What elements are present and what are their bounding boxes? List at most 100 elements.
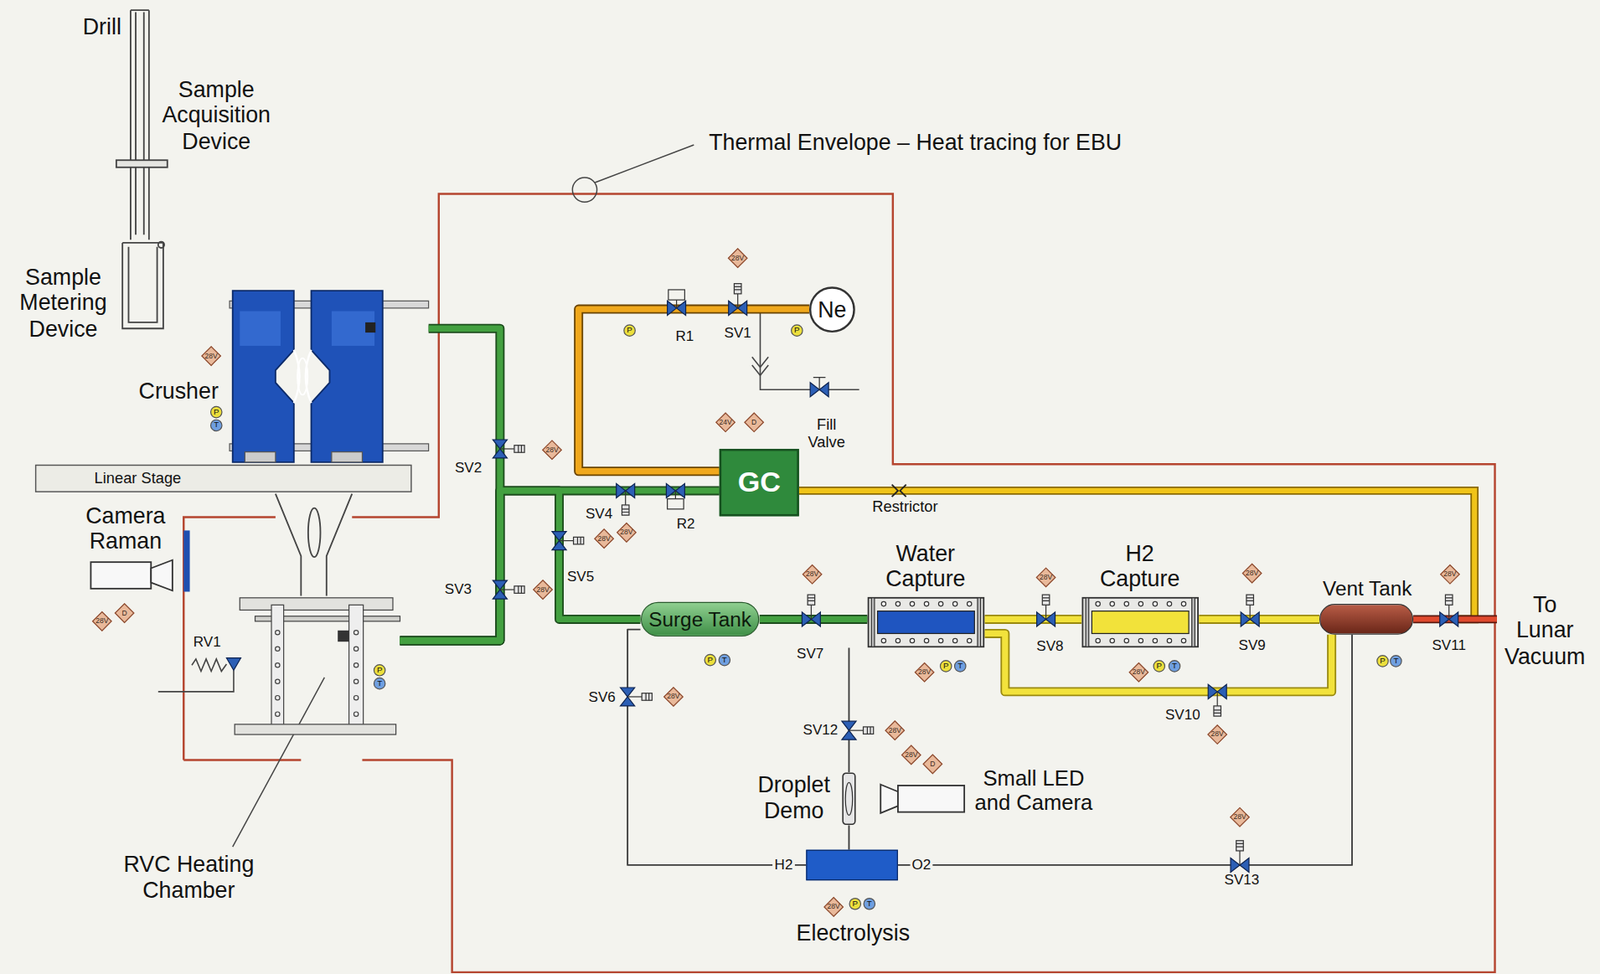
relief-line [158, 670, 234, 692]
line [627, 629, 806, 866]
valve-tag: SV6 [588, 690, 616, 707]
node-heading: H2 Capture [1091, 540, 1189, 593]
electrolysis-cell: Electrolysis [805, 850, 899, 882]
line [898, 634, 1353, 866]
pipe-outlines [399, 309, 1332, 692]
valve-tag: SV3 [444, 582, 472, 599]
note-label: Linear Stage [94, 469, 182, 488]
pipe-outline [578, 309, 810, 472]
valve-symbol [492, 580, 525, 599]
valve-symbol [1207, 684, 1227, 717]
note-label: Restrictor [872, 498, 938, 517]
node-heading: Small LED and Camera [967, 766, 1100, 816]
power-tag: 28V [593, 528, 615, 549]
power-tag: 24V [715, 412, 736, 433]
valve-tag: RV1 [193, 634, 222, 651]
valve-tag: SV4 [585, 506, 613, 523]
power-tag: 28V [901, 744, 922, 765]
line [848, 648, 851, 774]
valve-tag: SV2 [454, 460, 482, 477]
crusher: Crusher [229, 289, 429, 465]
camera-icon [89, 559, 174, 593]
valve-symbol [841, 721, 874, 740]
power-tag: 28V [1035, 567, 1056, 588]
node-heading: RVC Heating Chamber [112, 851, 266, 904]
node-text: Surge Tank [648, 607, 752, 631]
tank: Surge Tank [640, 602, 759, 637]
valve-symbol [1440, 594, 1459, 627]
pressure-sensor: P [939, 660, 953, 673]
quick-disconnect [752, 356, 769, 376]
power-tag: D [743, 412, 764, 433]
node-heading: Vent Tank [1305, 577, 1429, 601]
capture-bed: H2 Capture [1081, 597, 1199, 649]
pressure-sensor: P [1152, 660, 1166, 673]
power-tag: D [113, 603, 135, 624]
linear-stage [36, 464, 412, 492]
valve-tag: R1 [675, 329, 694, 346]
pressure-sensor: P [623, 324, 636, 337]
power-tag: 28V [913, 662, 935, 683]
temperature-sensor: T [1168, 660, 1182, 673]
tank-drawing [867, 597, 985, 649]
valve-symbol [801, 594, 821, 627]
pressure-sensor: P [848, 898, 862, 911]
pipe-outline [984, 614, 1082, 625]
power-tag: 28V [201, 345, 222, 367]
pipe-outline [399, 328, 500, 641]
power-tag: 28V [1241, 562, 1262, 584]
valve-tag: R2 [676, 516, 696, 533]
valve-symbol [810, 377, 829, 398]
camera: Small LED and Camera [879, 784, 966, 816]
valve-symbol [728, 283, 748, 316]
pipe [399, 328, 500, 641]
tank-drawing [1081, 597, 1199, 649]
node-heading: Water Capture [877, 540, 975, 593]
tank: Vent Tank [1319, 603, 1414, 635]
temperature-sensor: T [373, 677, 387, 691]
node-text: Ne [817, 296, 847, 324]
sample-funnel [275, 494, 352, 597]
label: Sample Metering Device [4, 264, 122, 342]
relief-spring [191, 659, 227, 672]
node-heading: Crusher [127, 378, 230, 405]
valve-tag: SV8 [1036, 639, 1064, 656]
label: Thermal Envelope – Heat tracing for EBU [708, 129, 1122, 156]
label: Sample Acquisition Device [144, 76, 289, 154]
power-tag: 28V [1440, 564, 1461, 585]
pressure-sensor: P [373, 664, 387, 677]
valve-tag: O2 [909, 857, 934, 874]
drill [116, 10, 168, 329]
node-heading: Camera Raman [74, 502, 177, 555]
valve-symbol [667, 289, 687, 315]
leader-line [594, 144, 694, 183]
callout-circle [572, 177, 597, 202]
note-label: Fill Valve [800, 414, 852, 450]
power-tag: 28V [884, 720, 905, 741]
temperature-sensor: T [954, 660, 967, 673]
valve-tag: SV13 [1224, 872, 1260, 889]
valve-symbol [492, 439, 525, 459]
power-tag: 28V [541, 439, 563, 460]
power-tag: 28V [616, 522, 637, 543]
relief-valve [226, 658, 241, 671]
valve-tag: H2 [772, 857, 795, 874]
valve-tag: SV1 [724, 325, 752, 342]
power-tag: 28V [801, 564, 822, 585]
node-text: GC [738, 466, 781, 500]
temperature-sensor: T [718, 654, 732, 667]
valve-tag: SV9 [1238, 638, 1266, 655]
camera-icon [879, 784, 966, 816]
pressure-sensor: P [703, 654, 717, 667]
gas-bottle: Ne [809, 286, 856, 333]
pressure-sensor: P [210, 406, 223, 419]
pressure-sensor: P [1376, 655, 1389, 668]
droplet-tube [841, 772, 857, 826]
valve-symbol [552, 531, 584, 551]
pipe [984, 616, 1082, 623]
temperature-sensor: T [863, 898, 877, 911]
valve-tag: SV5 [567, 569, 594, 586]
valve-symbol [616, 483, 635, 516]
temperature-sensor: T [210, 419, 223, 433]
